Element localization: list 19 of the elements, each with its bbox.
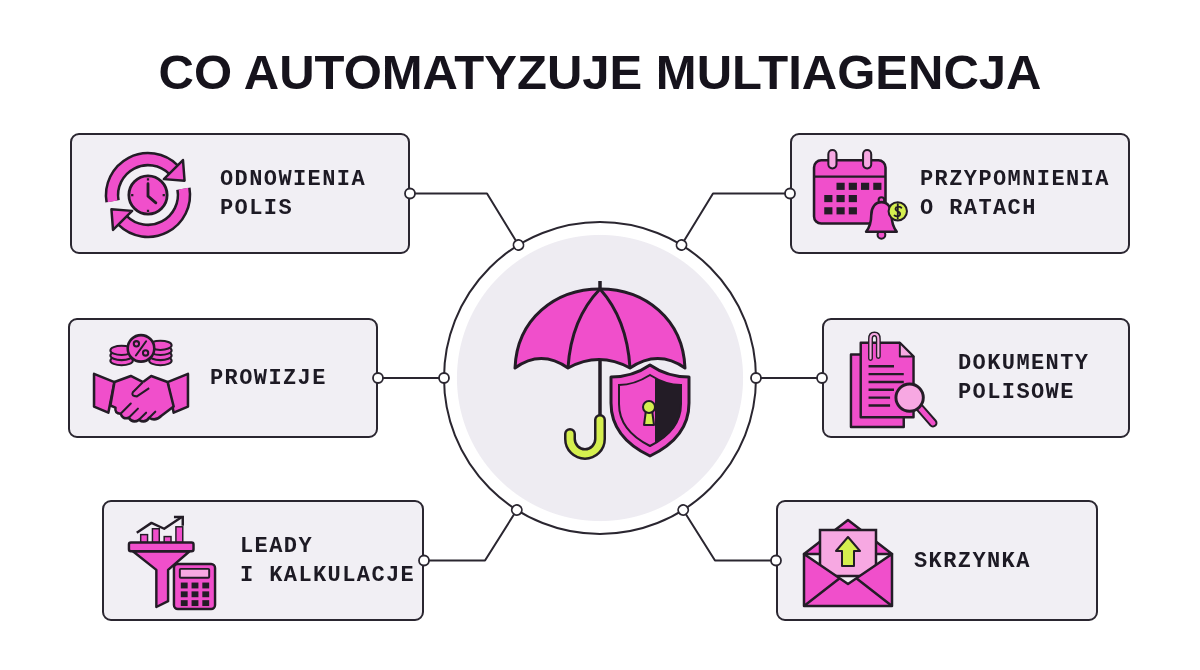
feature-card xyxy=(102,500,424,621)
title: CO AUTOMATYZUJE MULTIAGENCJA xyxy=(158,44,1042,101)
connector-line xyxy=(418,504,523,567)
feature-label: ODNOWIENIA POLIS xyxy=(220,165,367,223)
feature-card xyxy=(776,500,1098,621)
feature-card xyxy=(70,133,410,254)
connector-line xyxy=(750,372,828,384)
feature-card xyxy=(822,318,1130,438)
feature-card xyxy=(68,318,378,438)
feature-label: PROWIZJE xyxy=(210,364,327,393)
feature-card xyxy=(790,133,1130,254)
connector-line xyxy=(677,504,782,567)
connector-line xyxy=(675,187,796,251)
feature-label: LEADY I KALKULACJE xyxy=(240,532,416,590)
feature-label: PRZYPOMNIENIA O RATACH xyxy=(920,165,1110,223)
feature-label: SKRZYNKA xyxy=(914,547,1031,575)
feature-label: DOKUMENTY POLISOWE xyxy=(958,350,1090,407)
connector-line xyxy=(404,187,525,251)
connector-line xyxy=(372,372,450,384)
